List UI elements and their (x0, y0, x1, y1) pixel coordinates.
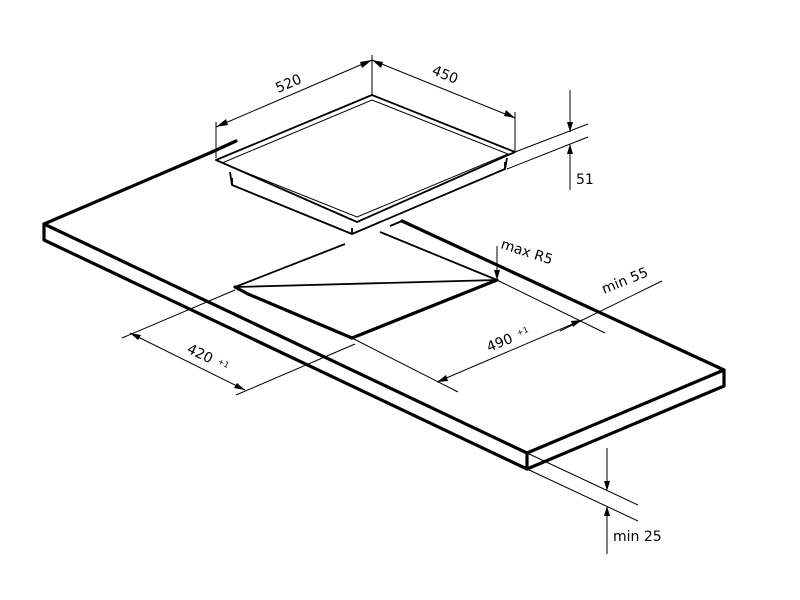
dimension-hob-depth: 450 (371, 59, 516, 152)
dimension-hob-height: 51 (506, 90, 594, 190)
hob-width-label: 520 (273, 72, 304, 97)
worktop-front-face (42, 222, 529, 471)
dimension-hob-width: 520 (215, 55, 373, 158)
corner-radius-label: max R5 (499, 237, 555, 269)
cutout-back-line (379, 231, 498, 281)
cutout-depth-tolerance: +1 (515, 325, 529, 338)
cutout-width-label: 420 (184, 341, 215, 367)
hob-depth-label: 450 (430, 63, 461, 88)
edge-distance-label: min 55 (600, 265, 651, 298)
cutout-outline (234, 243, 498, 288)
hob-body (229, 157, 508, 235)
hob-top-surface (215, 94, 516, 223)
hob-top-inner (220, 99, 510, 218)
dimension-cutout-width: 420 +1 (121, 289, 356, 396)
dimension-corner-radius: max R5 (494, 237, 555, 280)
worktop-cutout (233, 231, 499, 340)
worktop-back-edge-right (389, 220, 403, 227)
cutout-inner-front (350, 278, 499, 340)
worktop-thickness-label: min 25 (613, 529, 662, 545)
cutout-depth-label: 490 (485, 331, 516, 356)
worktop (42, 139, 726, 471)
hob-height-label: 51 (576, 172, 594, 188)
worktop-side-face (525, 368, 726, 471)
cutout-inner-left (233, 285, 354, 340)
dimension-worktop-thickness: min 25 (526, 448, 662, 554)
cutout-width-tolerance: +1 (216, 357, 231, 370)
hob (215, 94, 516, 235)
worktop-top-outline (42, 150, 726, 455)
